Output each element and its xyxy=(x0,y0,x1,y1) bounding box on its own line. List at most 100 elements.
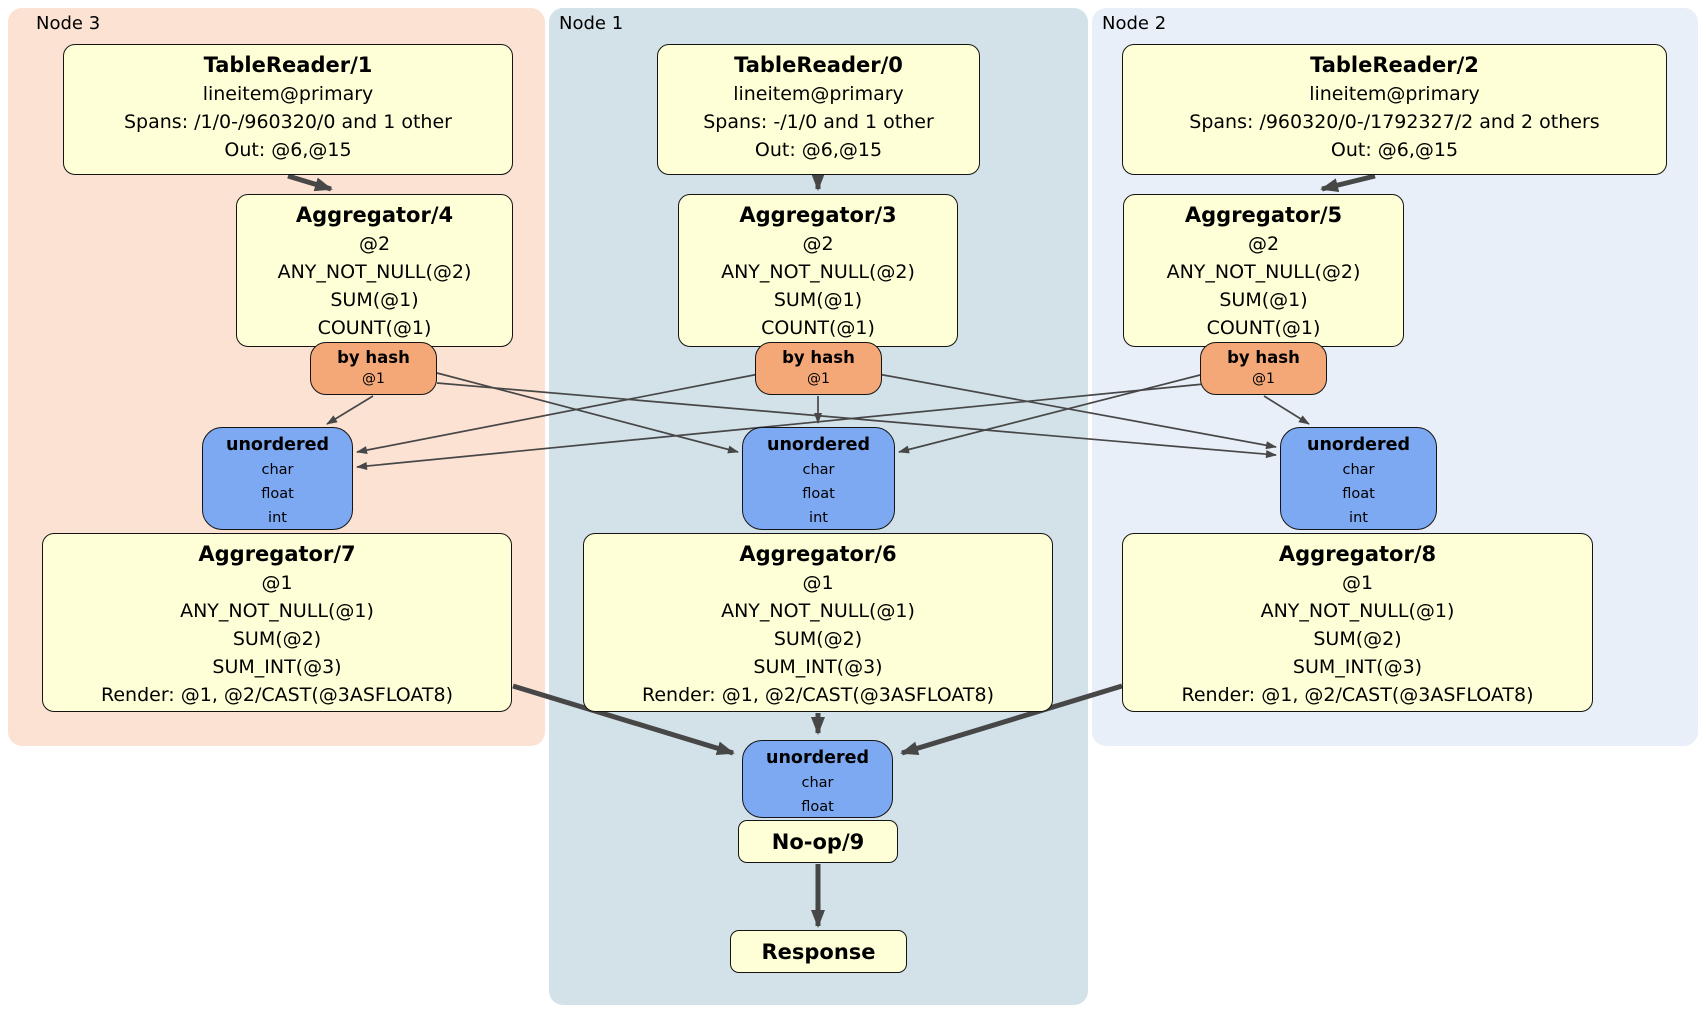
sync-unordered-3: unordered char float int xyxy=(202,427,353,530)
tablereader-0-box: TableReader/0 lineitem@primary Spans: -/… xyxy=(657,44,980,175)
box-line: Out: @6,@15 xyxy=(754,139,883,161)
sync-stream: char xyxy=(802,462,835,478)
box-line: SUM(@2) xyxy=(1313,628,1402,650)
box-line: @1 xyxy=(1341,572,1374,594)
box-title: TableReader/1 xyxy=(203,53,373,77)
box-title: Response xyxy=(761,939,876,964)
aggregator-7-box: Aggregator/7 @1 ANY_NOT_NULL(@1) SUM(@2)… xyxy=(42,533,512,712)
box-line: Out: @6,@15 xyxy=(224,139,352,161)
sync-stream: float xyxy=(261,486,294,502)
box-line: Render: @1, @2/CAST(@3ASFLOAT8) xyxy=(1181,684,1534,706)
node2-label: Node 2 xyxy=(1102,13,1167,34)
sync-stream: float xyxy=(1342,486,1375,502)
box-title: TableReader/0 xyxy=(734,53,903,77)
tablereader-2-box: TableReader/2 lineitem@primary Spans: /9… xyxy=(1122,44,1667,175)
box-line: @2 xyxy=(358,233,391,255)
router-detail: @1 xyxy=(362,371,385,387)
box-line: SUM_INT(@3) xyxy=(753,656,883,678)
box-line: SUM_INT(@3) xyxy=(212,656,342,678)
box-title: Aggregator/3 xyxy=(739,203,897,227)
hash-router-1: by hash @1 xyxy=(755,342,882,395)
sync-stream: char xyxy=(261,462,294,478)
box-line: Spans: /960320/0-/1792327/2 and 2 others xyxy=(1189,111,1600,133)
box-line: SUM(@2) xyxy=(773,628,863,650)
sync-unordered-final: unordered char float xyxy=(742,740,893,818)
box-line: ANY_NOT_NULL(@2) xyxy=(1166,261,1361,283)
box-title: TableReader/2 xyxy=(1310,53,1479,77)
box-line: COUNT(@1) xyxy=(1206,317,1321,339)
box-line: SUM(@1) xyxy=(330,289,419,311)
box-line: ANY_NOT_NULL(@2) xyxy=(721,261,915,283)
box-line: COUNT(@1) xyxy=(317,317,432,339)
sync-stream: float xyxy=(801,799,834,815)
box-line: lineitem@primary xyxy=(1309,83,1480,105)
aggregator-6-box: Aggregator/6 @1 ANY_NOT_NULL(@1) SUM(@2)… xyxy=(583,533,1053,712)
router-title: by hash xyxy=(782,348,855,367)
sync-stream: int xyxy=(268,510,287,526)
box-line: @1 xyxy=(261,572,293,594)
tablereader-1-box: TableReader/1 lineitem@primary Spans: /1… xyxy=(63,44,513,175)
box-line: SUM(@1) xyxy=(1219,289,1308,311)
noop-9-box: No-op/9 xyxy=(738,820,898,863)
sync-stream: char xyxy=(1342,462,1375,478)
router-title: by hash xyxy=(337,348,410,367)
box-line: lineitem@primary xyxy=(202,83,374,105)
sync-unordered-2: unordered char float int xyxy=(1280,427,1437,530)
node1-label: Node 1 xyxy=(559,13,624,34)
sync-stream: int xyxy=(809,510,828,526)
box-line: @2 xyxy=(1247,233,1280,255)
box-title: Aggregator/7 xyxy=(198,542,356,566)
sync-title: unordered xyxy=(767,435,870,455)
router-title: by hash xyxy=(1227,348,1300,367)
edge-router1-sync3 xyxy=(356,373,760,455)
box-line: Spans: -/1/0 and 1 other xyxy=(703,111,934,133)
box-line: ANY_NOT_NULL(@2) xyxy=(277,261,472,283)
edge-router2-sync1 xyxy=(898,373,1205,454)
sync-title: unordered xyxy=(1307,435,1410,455)
box-title: Aggregator/6 xyxy=(739,542,897,566)
aggregator-4-box: Aggregator/4 @2 ANY_NOT_NULL(@2) SUM(@1)… xyxy=(236,194,513,347)
hash-router-2: by hash @1 xyxy=(1200,342,1327,395)
box-line: SUM(@2) xyxy=(232,628,322,650)
box-line: Spans: /1/0-/960320/0 and 1 other xyxy=(124,111,452,133)
edge-router1-sync2 xyxy=(877,373,1277,450)
sync-stream: float xyxy=(802,486,835,502)
router-detail: @1 xyxy=(807,371,830,387)
edge-agg7-finalsync xyxy=(512,683,735,756)
sync-title: unordered xyxy=(226,435,329,455)
edge-router2-sync2 xyxy=(1263,395,1310,425)
box-line: SUM(@1) xyxy=(773,289,863,311)
aggregator-8-box: Aggregator/8 @1 ANY_NOT_NULL(@1) SUM(@2)… xyxy=(1122,533,1593,712)
box-line: SUM_INT(@3) xyxy=(1292,656,1423,678)
hash-router-3: by hash @1 xyxy=(310,342,437,395)
box-line: @1 xyxy=(802,572,834,594)
box-line: ANY_NOT_NULL(@1) xyxy=(1260,600,1455,622)
response-box: Response xyxy=(730,930,907,973)
box-line: ANY_NOT_NULL(@1) xyxy=(180,600,374,622)
edge-router3-sync2 xyxy=(436,382,1277,459)
edge-router2-sync3 xyxy=(356,383,1205,471)
aggregator-3-box: Aggregator/3 @2 ANY_NOT_NULL(@2) SUM(@1)… xyxy=(678,194,958,347)
edge-tr1-agg4 xyxy=(287,173,333,192)
box-line: Out: @6,@15 xyxy=(1330,139,1459,161)
box-line: Render: @1, @2/CAST(@3ASFLOAT8) xyxy=(101,684,453,706)
box-line: @2 xyxy=(802,233,834,255)
sync-unordered-1: unordered char float int xyxy=(742,427,895,530)
box-line: Render: @1, @2/CAST(@3ASFLOAT8) xyxy=(642,684,994,706)
edge-agg8-finalsync xyxy=(900,683,1123,756)
box-title: Aggregator/4 xyxy=(295,203,454,227)
box-line: lineitem@primary xyxy=(733,83,904,105)
edge-router3-sync3 xyxy=(326,395,374,425)
sync-stream: char xyxy=(801,775,834,791)
box-line: COUNT(@1) xyxy=(761,317,875,339)
router-detail: @1 xyxy=(1252,371,1275,387)
sync-stream: int xyxy=(1349,510,1368,526)
box-title: Aggregator/5 xyxy=(1184,203,1343,227)
edge-router3-sync1 xyxy=(436,372,739,454)
box-title: Aggregator/8 xyxy=(1278,542,1437,566)
sync-title: unordered xyxy=(766,748,869,768)
edge-tr2-agg5 xyxy=(1320,173,1376,192)
node3-label: Node 3 xyxy=(36,13,101,34)
